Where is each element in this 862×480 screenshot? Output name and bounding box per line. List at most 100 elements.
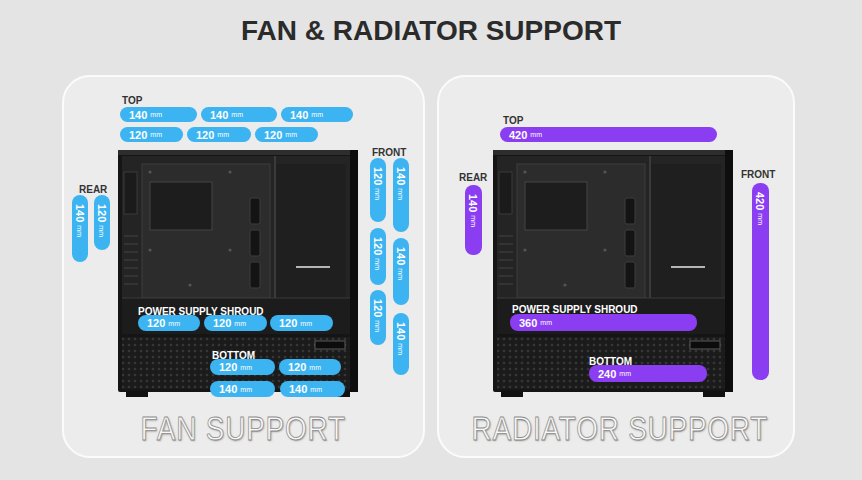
pill-inner: 120mm: [279, 359, 341, 375]
pill-inner: 140mm: [201, 107, 277, 122]
size-unit: mm: [285, 131, 297, 138]
size-pill: 120mm: [370, 290, 386, 345]
label-wrap: TOP: [122, 90, 142, 108]
size-pill: 120mm: [138, 315, 200, 331]
pill-inner: 360mm: [510, 314, 697, 331]
label-wrap: BOTTOM: [212, 345, 255, 363]
pill-row: 140mm: [290, 109, 323, 121]
size-pill: 140mm: [281, 107, 353, 122]
size-pill: 120mm: [120, 127, 183, 142]
pill-inner: 120mm: [255, 127, 318, 142]
pill-inner: 140mm: [465, 185, 482, 255]
title-wrap: FAN & RADIATOR SUPPORT: [0, 15, 862, 47]
size-unit: mm: [398, 268, 405, 280]
section-label: POWER SUPPLY SHROUD: [138, 306, 264, 317]
section-label: REAR: [459, 172, 487, 183]
size-value: 140: [289, 383, 307, 395]
size-value: 120: [219, 361, 237, 373]
size-unit: mm: [300, 320, 312, 327]
size-unit: mm: [470, 215, 477, 227]
pill-row: 140mm: [395, 247, 407, 280]
panel-text-wrap: FAN SUPPORT: [64, 409, 423, 448]
pill-row: 120mm: [372, 237, 384, 270]
size-pill: 140 mm: [393, 313, 409, 375]
pill-row: 140mm: [289, 383, 322, 395]
pill-inner: 140mm: [393, 238, 409, 305]
pill-row: 120mm: [213, 317, 246, 329]
size-unit: mm: [217, 131, 229, 138]
label-wrap: TOP: [503, 110, 523, 128]
size-pill: 120mm: [94, 195, 110, 250]
pill-inner: 140mm: [393, 158, 409, 232]
panel-text-wrap: RADIATOR SUPPORT: [439, 409, 793, 448]
pc-case: [118, 150, 358, 397]
size-pill: 360mm: [510, 314, 697, 331]
label-wrap: POWER SUPPLY SHROUD: [138, 301, 264, 319]
panel-heading: RADIATOR SUPPORT: [472, 409, 769, 448]
size-value: 360: [519, 317, 537, 329]
size-unit: mm: [231, 111, 243, 118]
pill-inner: 120mm: [370, 228, 386, 285]
pill-inner: 140mm: [281, 107, 353, 122]
pill-row: 140mm: [129, 109, 162, 121]
size-unit: mm: [398, 343, 405, 355]
pill-inner: 240mm: [589, 365, 707, 382]
size-value: 140: [210, 109, 228, 121]
section-label: BOTTOM: [589, 356, 632, 367]
size-value: 120: [372, 237, 384, 255]
pill-row: 140 mm: [74, 204, 86, 237]
size-pill: 120mm: [270, 315, 333, 331]
size-value: 420: [755, 192, 767, 210]
size-pill: 140mm: [120, 107, 197, 122]
pill-inner: 140 mm: [72, 195, 88, 262]
pill-inner: 140 mm: [393, 313, 409, 375]
size-value: 120: [213, 317, 231, 329]
size-pill: 140mm: [393, 158, 409, 232]
label-wrap: BOTTOM: [589, 351, 632, 369]
size-unit: mm: [375, 188, 382, 200]
size-value: 120: [129, 129, 147, 141]
section-label: BOTTOM: [212, 350, 255, 361]
size-unit: mm: [77, 225, 84, 237]
pill-row: 120mm: [279, 317, 312, 329]
size-value: 120: [264, 129, 282, 141]
support-panel: FAN SUPPORT140mm140mm140mm120mm120mm120m…: [62, 75, 425, 458]
size-value: 120: [147, 317, 165, 329]
size-unit: mm: [234, 320, 246, 327]
size-unit: mm: [168, 320, 180, 327]
section-label: TOP: [503, 115, 523, 126]
pill-row: 420mm: [755, 192, 767, 225]
pill-inner: 120mm: [270, 315, 333, 331]
pill-inner: 120mm: [120, 127, 183, 142]
size-value: 240: [598, 368, 616, 380]
pill-inner: 420mm: [500, 127, 717, 142]
pill-row: 120mm: [372, 167, 384, 200]
size-value: 120: [279, 317, 297, 329]
size-pill: 140mm: [201, 107, 277, 122]
size-value: 140: [219, 383, 237, 395]
size-pill: 140mm: [393, 238, 409, 305]
pill-row: 140mm: [395, 167, 407, 200]
pill-inner: 120mm: [370, 290, 386, 345]
pill-inner: 140mm: [280, 381, 345, 397]
size-pill: 420mm: [500, 127, 717, 142]
pill-inner: 120mm: [210, 359, 275, 375]
pill-row: 360mm: [519, 317, 552, 329]
pill-inner: 120mm: [138, 315, 200, 331]
size-value: 140: [395, 322, 407, 340]
label-wrap: FRONT: [741, 164, 775, 182]
size-value: 140: [74, 204, 86, 222]
size-value: 140: [129, 109, 147, 121]
size-unit: mm: [240, 364, 252, 371]
size-unit: mm: [150, 131, 162, 138]
size-unit: mm: [150, 111, 162, 118]
size-value: 120: [196, 129, 214, 141]
size-unit: mm: [540, 319, 552, 326]
size-pill: 120mm: [370, 158, 386, 222]
size-unit: mm: [530, 131, 542, 138]
pill-inner: 120mm: [187, 127, 251, 142]
pill-row: 140mm: [210, 109, 243, 121]
pill-row: 420mm: [509, 129, 542, 141]
label-wrap: REAR: [459, 167, 487, 185]
